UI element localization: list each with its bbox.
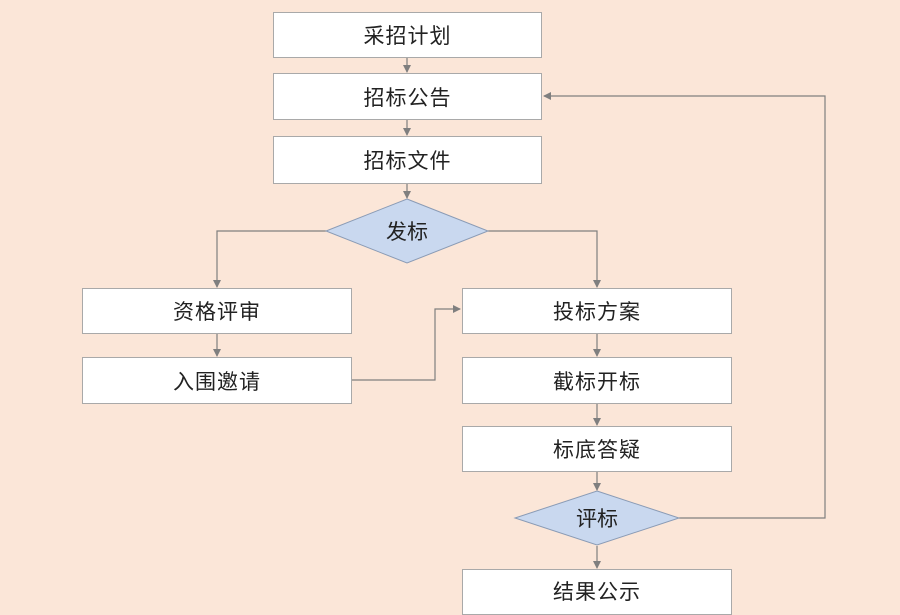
node-publicity[interactable]: 结果公示 (462, 569, 732, 615)
node-document-label: 招标文件 (363, 149, 452, 173)
node-publicity-label: 结果公示 (553, 580, 641, 604)
arrow-invitation-to-proposal (352, 305, 461, 381)
arrow-release-to-qualification (213, 230, 326, 288)
node-qualification-label: 资格评审 (173, 300, 261, 324)
node-opening[interactable]: 截标开标 (462, 357, 732, 404)
node-announcement[interactable]: 招标公告 (273, 73, 542, 120)
node-document[interactable]: 招标文件 (273, 136, 542, 184)
release-diamond-shape (324, 198, 490, 264)
node-invitation[interactable]: 入围邀请 (82, 357, 352, 404)
node-invitation-label: 入围邀请 (173, 369, 261, 394)
node-announcement-label: 招标公告 (363, 85, 452, 110)
node-evaluation[interactable]: 评标 (547, 500, 647, 536)
node-proposal-label: 投标方案 (553, 300, 641, 324)
arrow-evaluation-to-announcement (543, 92, 826, 519)
node-evaluation-label: 评标 (576, 507, 618, 531)
node-plan-label: 采招计划 (363, 24, 452, 48)
node-qualification[interactable]: 资格评审 (82, 288, 352, 334)
node-opening-label: 截标开标 (553, 369, 641, 394)
node-release[interactable]: 发标 (357, 213, 457, 249)
node-proposal[interactable]: 投标方案 (462, 288, 732, 334)
node-release-label: 发标 (386, 220, 428, 244)
node-qa-label: 标底答疑 (553, 438, 641, 462)
node-qa[interactable]: 标底答疑 (462, 426, 732, 472)
node-plan[interactable]: 采招计划 (273, 12, 542, 58)
evaluation-diamond-shape (513, 490, 681, 546)
arrow-release-to-proposal (488, 230, 601, 288)
